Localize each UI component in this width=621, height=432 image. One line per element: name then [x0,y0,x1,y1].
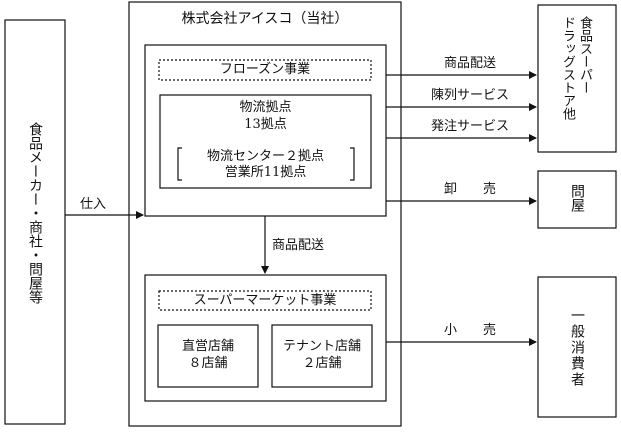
wholesaler-label: 問屋 [569,184,585,212]
bracket-left [177,147,182,181]
tenant-store-box [271,324,373,388]
sales-office-count: 営業所11拠点 [224,165,307,180]
logistics-box [159,94,372,189]
supermarket-business-box [144,274,387,402]
frozen-business-title: フローズン事業 [219,62,311,77]
logistics-base-count: 13拠点 [244,117,287,132]
logistics-base-label: 物流拠点 [239,100,292,115]
display-service-label: 陳列サービス [430,88,509,103]
bracket-right [350,147,355,181]
direct-store-count: ８店舗 [188,356,228,371]
supermarket-business-title: スーパーマーケット事業 [193,293,337,308]
purchase-label: 仕入 [80,197,107,212]
delivery-label: 商品配送 [443,56,496,71]
wholesale-label: 卸 売 [443,182,496,197]
consumer-label: 一般消費者 [569,308,585,388]
order-service-label: 発注サービス [430,119,509,134]
consumer-box [537,276,617,418]
supermarket-title-frame [158,290,372,311]
retail-label: 小 売 [443,323,496,338]
retailer-box [537,4,617,153]
supplier-label: 食品メーカー・商社・問屋等 [27,122,43,304]
retailer-label-col2: ドラッグストア他 [560,16,575,120]
internal-delivery-label: 商品配送 [272,238,325,253]
wholesaler-box [537,170,617,229]
company-title: 株式会社アイスコ（当社） [181,11,349,27]
frozen-title-frame [158,59,372,81]
supplier-box [4,19,66,425]
direct-store-box [157,324,259,388]
direct-store-label: 直営店舗 [181,339,234,354]
retailer-label-col1: 食品スーパー [577,16,592,94]
logistics-center-count: 物流センター２拠点 [206,149,324,164]
tenant-store-count: ２店舗 [302,356,342,371]
tenant-store-label: テナント店舗 [282,339,361,354]
company-box [128,1,402,427]
